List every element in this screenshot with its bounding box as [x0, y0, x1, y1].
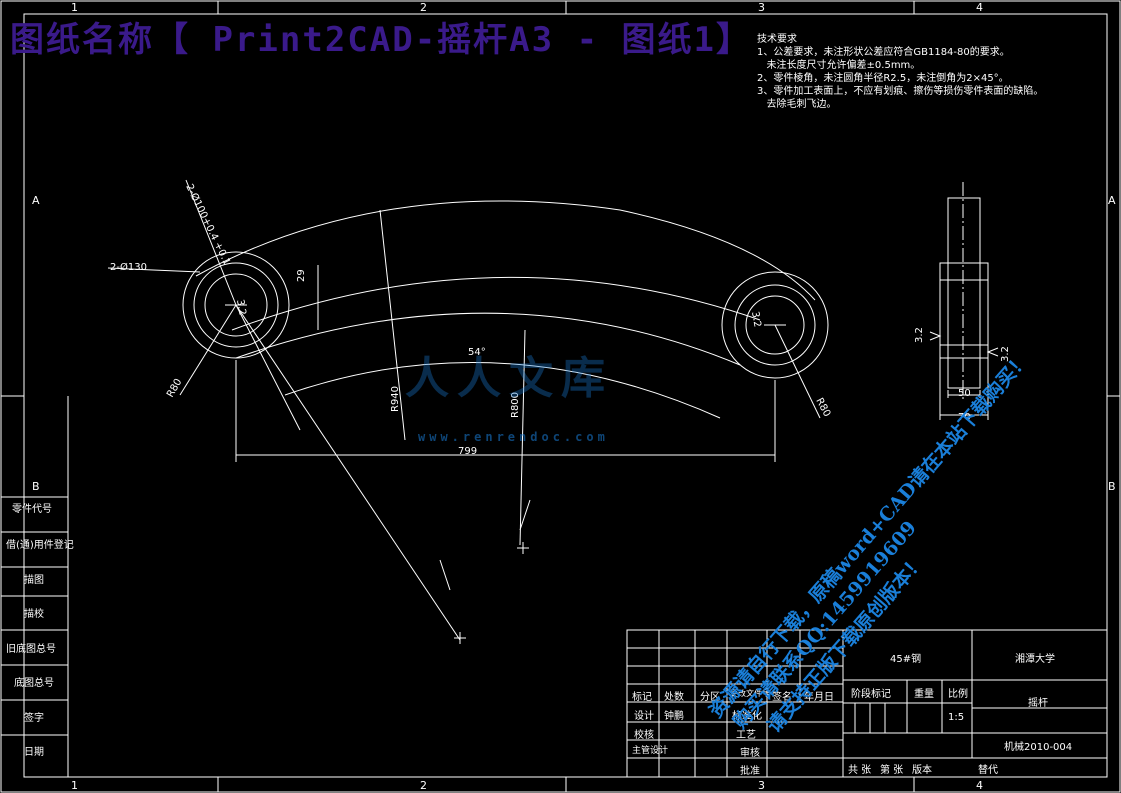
side-part-code: 零件代号 — [12, 504, 52, 515]
dim-r80-right: R80 — [813, 396, 832, 419]
notes-line-3: 3、零件加工表面上，不应有划痕、擦伤等损伤零件表面的缺陷。 — [757, 86, 1044, 97]
title-block-lines — [626, 629, 1108, 778]
tb-design-label: 设计 — [634, 711, 654, 722]
tb-school: 湘潭大学 — [1015, 654, 1055, 665]
tb-scale: 1:5 — [948, 712, 965, 723]
tb-part-name: 摇杆 — [1028, 698, 1048, 709]
dim-angle: 54° — [468, 347, 486, 358]
drawing-title-banner: 图纸名称【 Print2CAD-摇杆A3 - 图纸1】 — [10, 20, 752, 60]
dim-roughness-right: 3.2 — [749, 311, 763, 329]
side-trace: 描图 — [24, 575, 44, 586]
arm-outer-edge — [195, 200, 816, 301]
zone-row-a-right: A — [1108, 194, 1116, 207]
side-date: 日期 — [24, 747, 44, 758]
side-dim-32a: 3.2 — [914, 327, 925, 343]
technical-notes: 技术要求 1、公差要求，未注形状公差应符合GB1184-80的要求。 未注长度尺寸… — [757, 33, 1043, 111]
tb-drawing-no: 机械2010-004 — [1004, 742, 1073, 753]
arm-inner-edge — [235, 312, 741, 366]
tb-hdr-mark: 标记 — [632, 692, 652, 703]
watermark-logo: 人人文库 — [405, 353, 613, 404]
zone-col-4-bottom: 4 — [976, 779, 983, 792]
zone-col-1: 1 — [71, 1, 78, 14]
zone-col-4: 4 — [976, 1, 983, 14]
zone-col-3-bottom: 3 — [758, 779, 765, 792]
notes-line-2: 2、零件棱角，未注圆角半径R2.5，未注倒角为2×45°。 — [757, 73, 1009, 84]
side-trace-check: 描校 — [24, 609, 44, 620]
dim-29: 29 — [296, 269, 307, 282]
notes-heading: 技术要求 — [757, 34, 797, 45]
dim-r940: R940 — [390, 386, 401, 412]
tb-material: 45#钢 — [890, 654, 922, 665]
tb-hdr-zone: 分区 — [700, 692, 720, 703]
tb-chief-label: 主管设计 — [632, 746, 669, 756]
zone-col-1-bottom: 1 — [71, 779, 78, 792]
zone-row-b: B — [32, 480, 40, 493]
zone-col-2: 2 — [420, 1, 427, 14]
zone-row-a: A — [32, 194, 40, 207]
side-view — [929, 182, 999, 420]
dim-r800: R800 — [510, 392, 521, 418]
tb-sheet-no: 第 张 — [880, 765, 904, 776]
tb-approve-label: 批准 — [740, 766, 760, 777]
dim-799: 799 — [458, 446, 477, 457]
tb-hdr-count: 处数 — [664, 692, 684, 703]
dim-outer-diameter: 2-Ø130 — [110, 261, 147, 273]
left-boss-outer — [182, 251, 290, 359]
tb-hdr-date: 年月日 — [804, 692, 834, 703]
dim-roughness-left: 3.2 — [234, 299, 248, 317]
zone-col-3: 3 — [758, 1, 765, 14]
tb-check-label: 校核 — [634, 730, 654, 741]
side-dim-50: 50 — [958, 388, 971, 399]
notes-line-3b: 去除毛刺飞边。 — [757, 99, 837, 110]
tb-weight-label: 重量 — [914, 689, 934, 700]
tb-version: 版本 — [912, 765, 932, 776]
tb-stage-label: 阶段标记 — [851, 689, 891, 700]
tb-replace: 替代 — [978, 765, 998, 776]
dim-hole-diameter: 2-Ø100+0.4 +0.1 — [183, 182, 233, 267]
zone-col-2-bottom: 2 — [420, 779, 427, 792]
side-signature: 签字 — [24, 713, 44, 724]
side-borrow-register: 借(通)用件登记 — [6, 540, 74, 551]
notes-line-1: 1、公差要求，未注形状公差应符合GB1184-80的要求。 — [757, 47, 1010, 58]
zone-row-b-right: B — [1108, 480, 1116, 493]
tb-designer: 钟鹏 — [664, 711, 684, 722]
right-boss-outer — [721, 271, 829, 379]
side-dim-70: 70 — [958, 412, 971, 423]
tb-total-sheets: 共 张 — [848, 765, 872, 776]
side-base-no: 底图总号 — [14, 678, 54, 689]
tb-std-label: 标准化 — [732, 711, 762, 722]
side-old-base-no: 旧底图总号 — [6, 644, 56, 655]
tb-hdr-sign: 签名 — [772, 692, 792, 703]
notes-line-1b: 未注长度尺寸允许偏差±0.5mm。 — [757, 60, 921, 71]
side-dim-32b: 3.2 — [1000, 346, 1011, 362]
tb-hdr-change-doc: 更改文件号 — [730, 689, 770, 698]
tb-scale-label: 比例 — [948, 689, 968, 700]
watermark-url: www.renrendoc.com — [418, 430, 609, 444]
tb-craft-label: 工艺 — [736, 730, 756, 741]
tb-review-label: 审核 — [740, 748, 760, 759]
dim-r80-left: R80 — [165, 377, 184, 400]
